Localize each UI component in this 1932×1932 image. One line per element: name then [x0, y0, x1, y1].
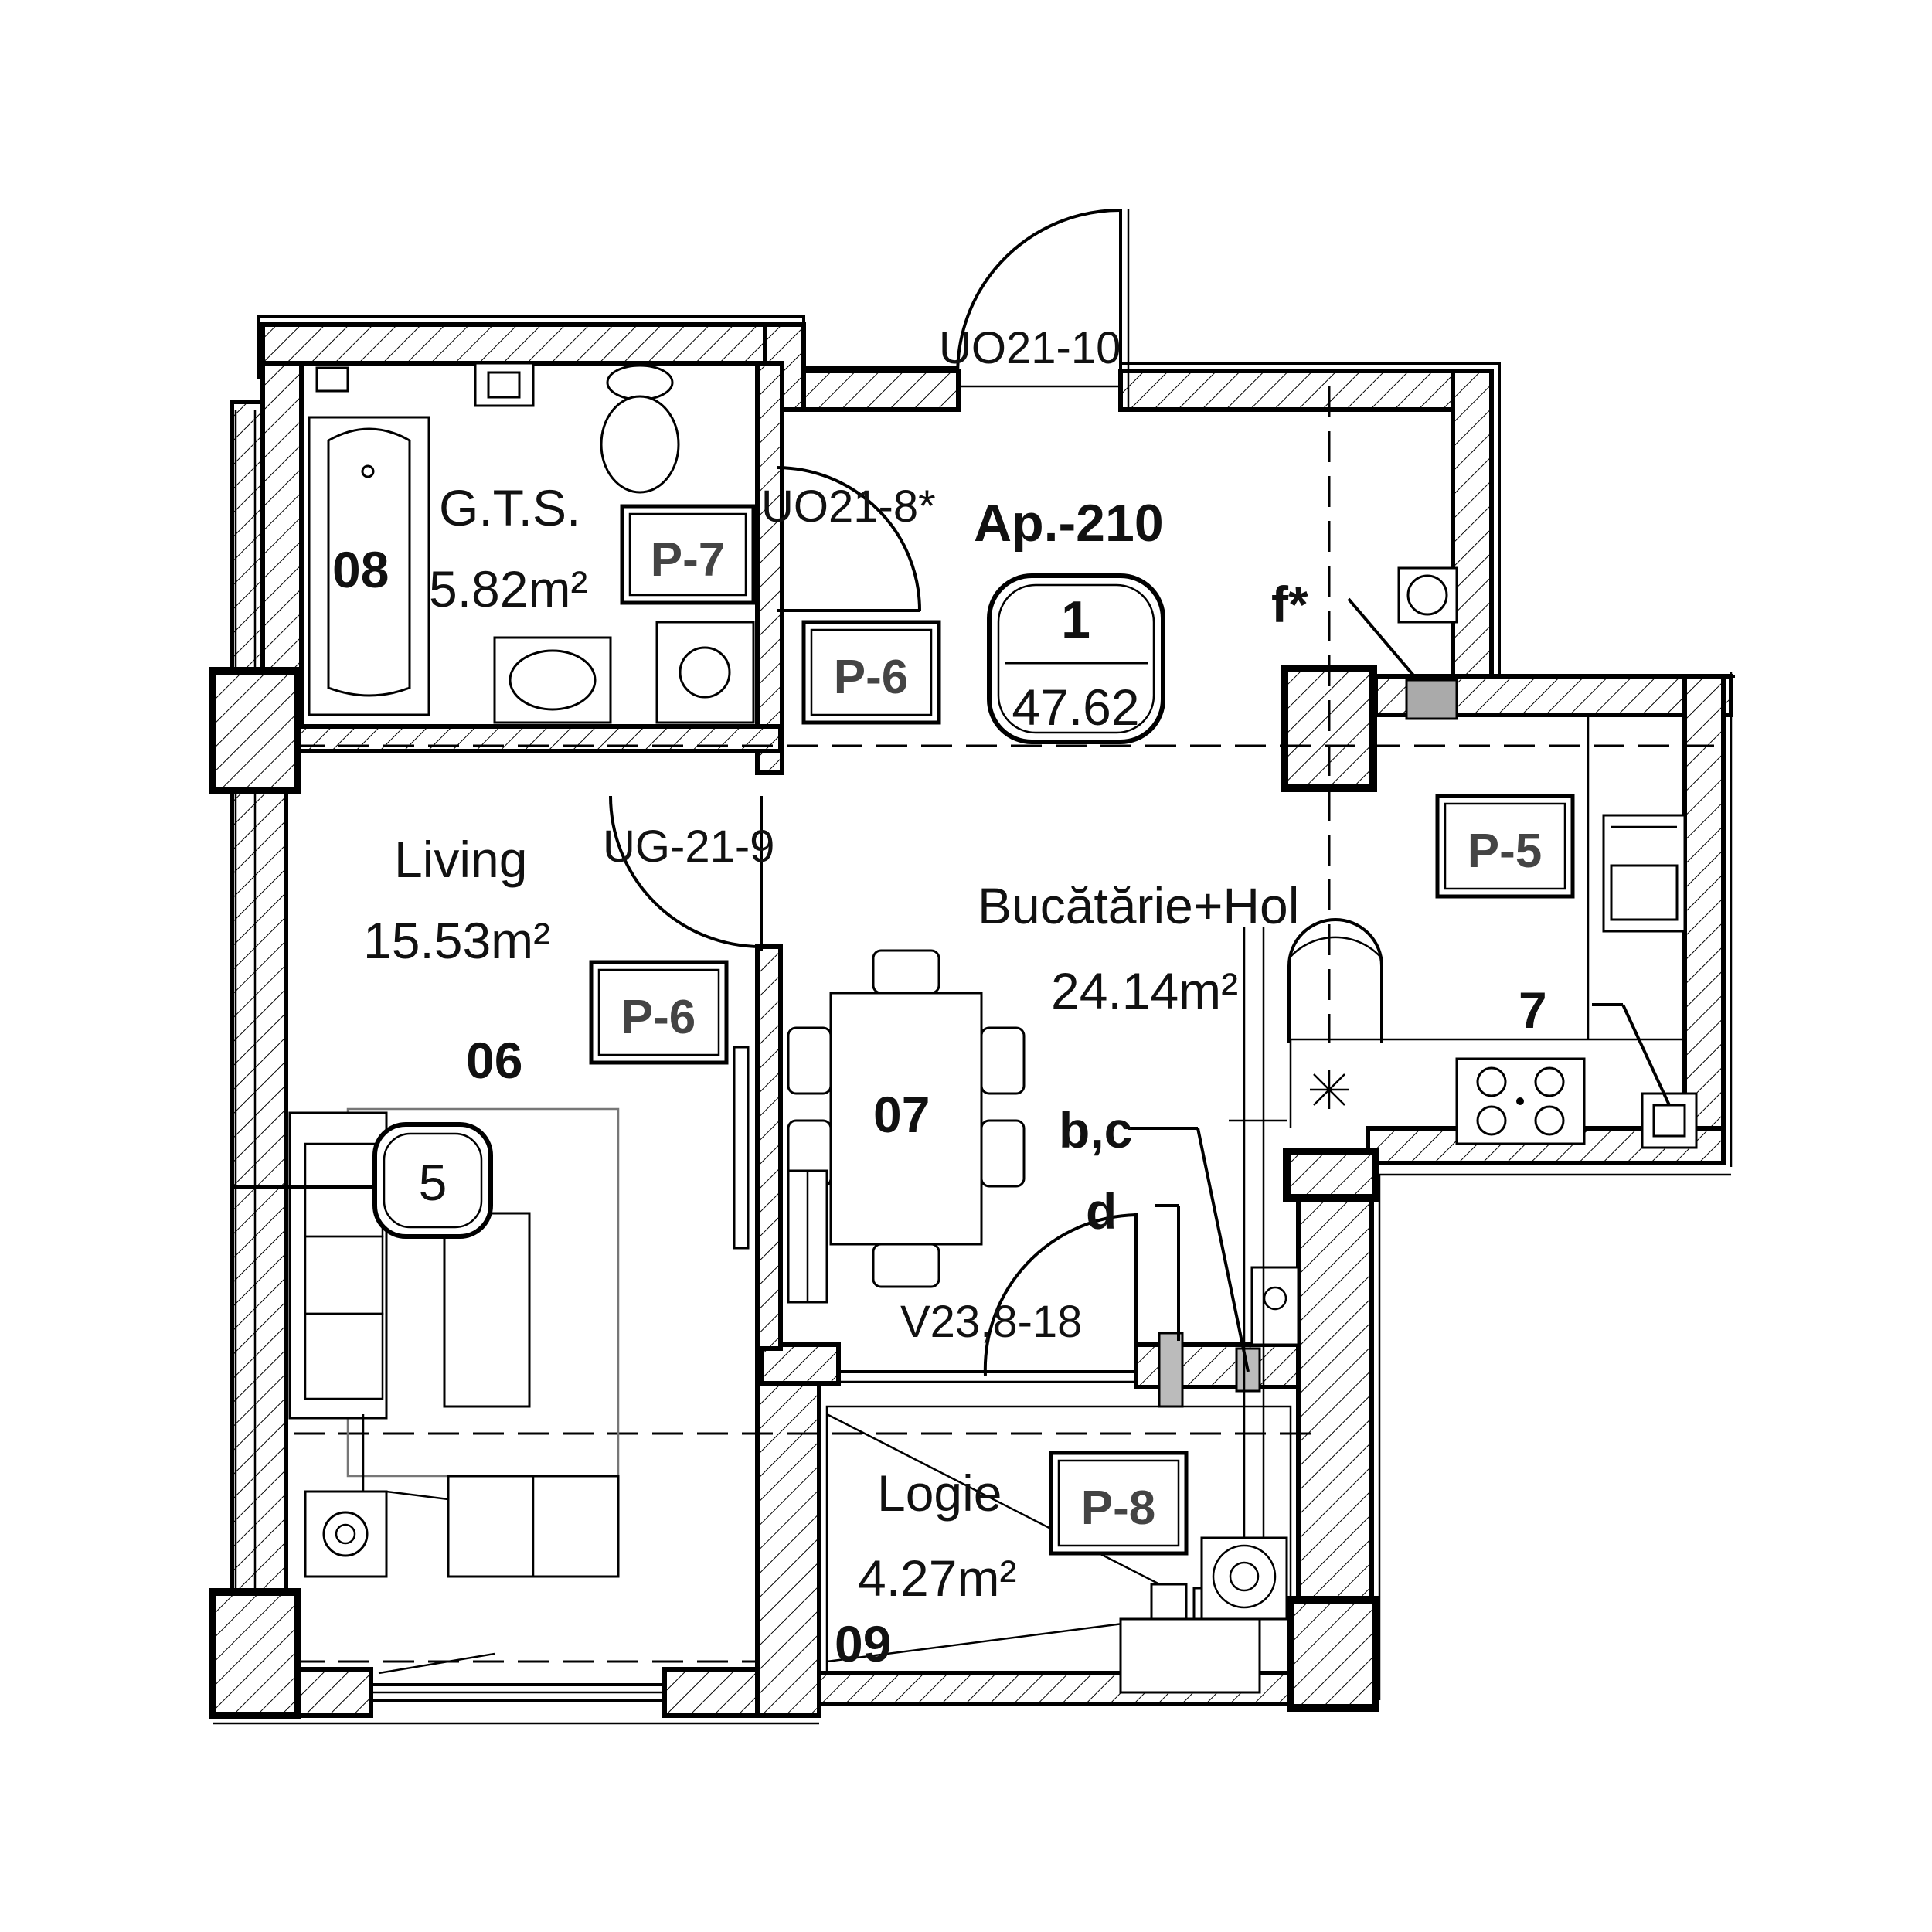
marker-7: 7	[1519, 981, 1547, 1039]
kitchen-area: 24.14m²	[1051, 962, 1238, 1019]
apartment-name: Ap.-210	[974, 494, 1164, 553]
labels: UO21-10 UO21-8* UG-21-9 V23,8-18 Ap.-210…	[332, 323, 1547, 1672]
door-logia-label: V23,8-18	[900, 1297, 1082, 1347]
gts-number: 08	[332, 541, 389, 598]
apartment-total-area: 47.62	[1012, 679, 1139, 736]
kitchen-fixtures	[1289, 679, 1698, 1149]
door-swings	[609, 208, 1383, 1383]
gts-area: 5.82m²	[429, 560, 587, 617]
living-area: 15.53m²	[363, 912, 550, 969]
tag-gts: P-7	[620, 504, 756, 605]
dining-set	[787, 949, 1026, 1304]
marker-bc: b,c	[1059, 1101, 1132, 1158]
insulation-lines	[213, 315, 1735, 1725]
living-number: 06	[466, 1032, 522, 1089]
living-furniture	[232, 1046, 750, 1578]
apartment-badge: 1 47.62	[987, 573, 1165, 744]
door-entrance-label: UO21-10	[939, 323, 1121, 373]
gts-name: G.T.S.	[439, 479, 580, 536]
tag-kitchen: P-6	[801, 620, 941, 725]
gts-tag-label: P-7	[651, 533, 725, 587]
kitchen-number: 07	[873, 1086, 930, 1143]
windows	[371, 385, 1121, 1702]
axis-lines	[294, 386, 1723, 1663]
logia-area: 4.27m²	[858, 1549, 1016, 1607]
door-bathroom-label: UO21-8*	[761, 481, 936, 532]
marker-f: f*	[1271, 576, 1308, 633]
callout-5: 5	[372, 1122, 493, 1239]
kitchen-name: Bucătărie+Hol	[978, 877, 1299, 934]
apartment-rooms-count: 1	[1061, 590, 1090, 649]
kitchen-annex-tag-label: P-5	[1468, 825, 1542, 878]
door-living-label: UG-21-9	[603, 821, 774, 872]
tag-logia: P-8	[1049, 1451, 1189, 1556]
logia-number: 09	[835, 1615, 891, 1672]
logia-fixtures	[825, 597, 1671, 1694]
callout-5-label: 5	[419, 1154, 447, 1211]
living-name: Living	[394, 831, 527, 888]
logia-tag-label: P-8	[1081, 1481, 1155, 1535]
logia-name: Logie	[877, 1464, 1002, 1522]
tag-living: P-6	[589, 960, 729, 1065]
kitchen-tag-label: P-6	[834, 651, 908, 704]
marker-d: d	[1086, 1182, 1117, 1240]
finish-tags: P-7 P-6 P-6 P-5 P-8	[589, 504, 1575, 1556]
tag-kitchen-annex: P-5	[1435, 794, 1575, 899]
bathroom-fixtures	[308, 362, 1458, 724]
living-tag-label: P-6	[621, 991, 696, 1044]
